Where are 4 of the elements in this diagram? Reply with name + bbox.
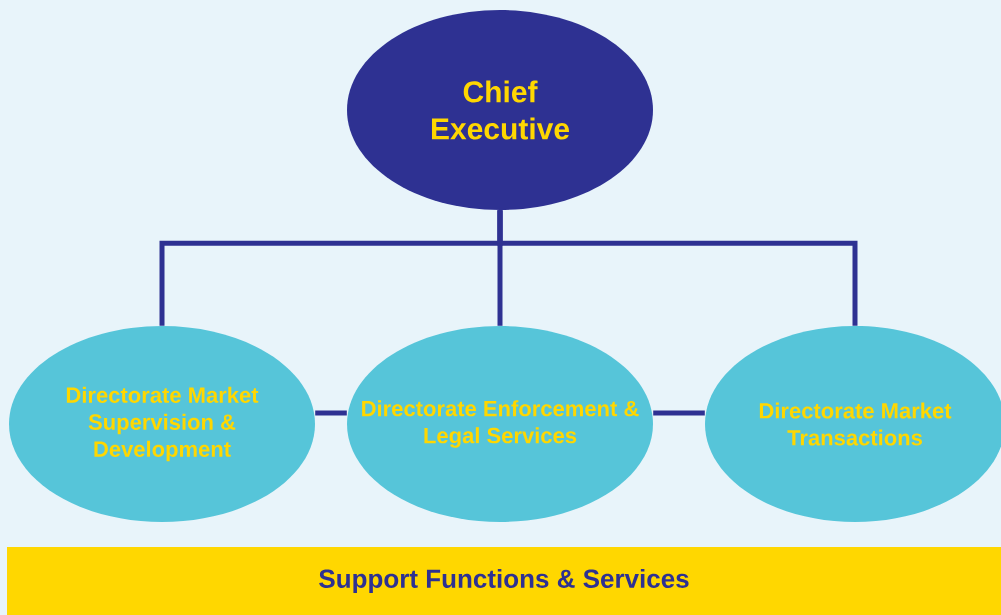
support-banner: Support Functions & Services [7,547,1001,615]
connector-line [653,410,705,416]
connector-line [315,410,347,416]
connector-line [497,210,858,326]
